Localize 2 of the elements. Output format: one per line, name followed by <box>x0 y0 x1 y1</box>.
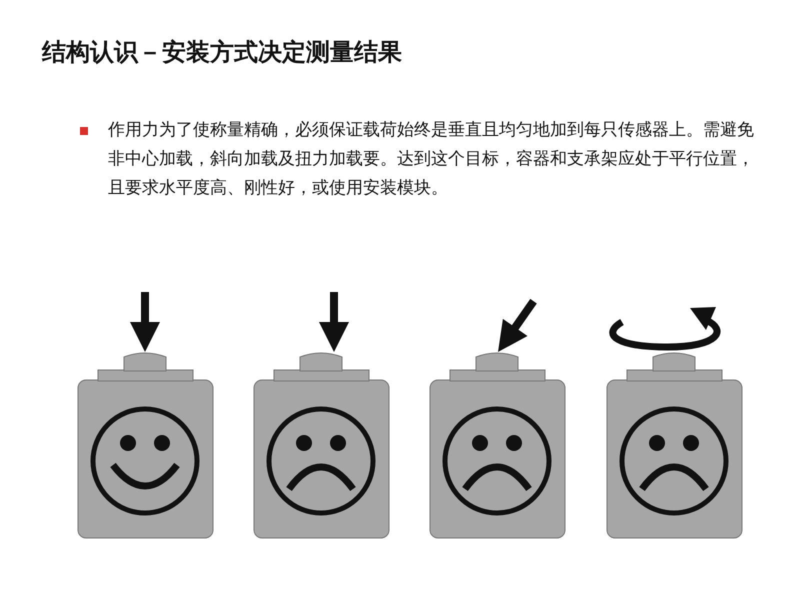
bullet-text: 作用力为了使称量精确，必须保证载荷始终是垂直且均匀地加到每只传感器上。需避免非中心加载，斜向加载及扭力加载要。达到这个目标，容器和支承架应处于平行位置，且要求水平度高、刚性好，或使用安装模块。 <box>108 119 755 200</box>
slide-title: 结构认识－安装方式决定测量结果 <box>42 37 402 68</box>
